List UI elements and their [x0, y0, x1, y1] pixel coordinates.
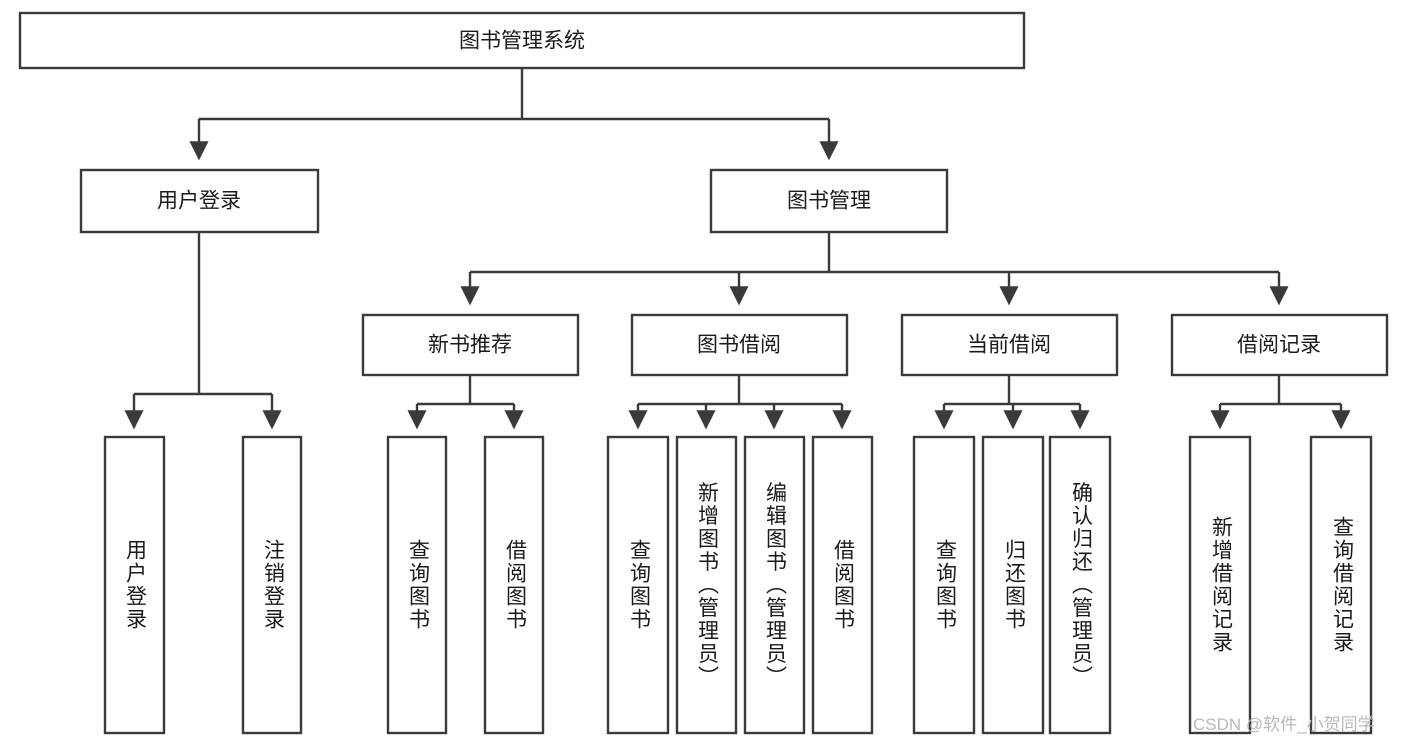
node-root-box[interactable] — [18, 11, 1026, 70]
node-user-login[interactable]: 用户登录 — [79, 168, 320, 234]
node-new-book-rec[interactable]: 新书推荐 — [361, 313, 580, 377]
node-new-book-rec-label: 新书推荐 — [428, 334, 512, 357]
node-current-borrow[interactable]: 当前借阅 — [900, 313, 1119, 377]
node-leaf-confirm-return[interactable]: 确认归还（管理员） — [1048, 435, 1112, 735]
node-book-borrow-label: 图书借阅 — [697, 334, 781, 357]
node-leaf-borrow-book-2[interactable]: 借阅图书 — [811, 435, 874, 735]
node-leaf-edit-book-label: 编辑图书（管理员） — [763, 482, 787, 689]
node-leaf-query-book-1-box[interactable] — [386, 435, 448, 735]
connector-group-book-borrow — [628, 375, 852, 430]
node-leaf-query-book-2-label: 查询图书 — [627, 539, 651, 631]
node-book-borrow-box[interactable] — [630, 313, 849, 377]
node-leaf-add-book-label: 新增图书（管理员） — [695, 482, 719, 689]
node-leaf-user-logout-box[interactable] — [241, 435, 303, 735]
connector-group-borrow-record — [1210, 375, 1351, 430]
connector-group-book-manage — [460, 232, 1289, 306]
node-root-label: 图书管理系统 — [459, 30, 585, 53]
node-borrow-record-label: 借阅记录 — [1237, 334, 1321, 357]
node-leaf-return-book[interactable]: 归还图书 — [981, 435, 1045, 735]
node-book-manage-box[interactable] — [709, 168, 949, 234]
node-leaf-confirm-return-box[interactable] — [1048, 435, 1112, 735]
node-leaf-borrow-book-1-label: 借阅图书 — [503, 539, 527, 631]
node-leaf-return-book-label: 归还图书 — [1002, 539, 1026, 631]
node-book-manage-label: 图书管理 — [787, 190, 871, 213]
node-leaf-query-record-label: 查询借阅记录 — [1330, 516, 1354, 654]
node-current-borrow-box[interactable] — [900, 313, 1119, 377]
node-leaf-edit-book-box[interactable] — [743, 435, 806, 735]
node-leaf-return-book-box[interactable] — [981, 435, 1045, 735]
node-new-book-rec-box[interactable] — [361, 313, 580, 377]
node-book-borrow[interactable]: 图书借阅 — [630, 313, 849, 377]
node-leaf-query-book-3-box[interactable] — [912, 435, 976, 735]
node-borrow-record[interactable]: 借阅记录 — [1170, 313, 1389, 377]
connector-group-root — [189, 68, 839, 161]
node-leaf-query-book-2[interactable]: 查询图书 — [606, 435, 670, 735]
node-leaf-query-book-1-label: 查询图书 — [406, 539, 430, 631]
node-leaf-borrow-book-1-box[interactable] — [483, 435, 545, 735]
node-leaf-borrow-book-2-label: 借阅图书 — [831, 539, 855, 631]
node-leaf-user-logout-label: 注销登录 — [261, 539, 285, 631]
node-leaf-user-login-box[interactable] — [103, 435, 166, 735]
node-root[interactable]: 图书管理系统 — [18, 11, 1026, 70]
connector-group-user-login — [124, 232, 282, 430]
node-leaf-add-record-box[interactable] — [1188, 435, 1252, 735]
node-leaf-add-book-box[interactable] — [675, 435, 738, 735]
node-leaf-query-book-2-box[interactable] — [606, 435, 670, 735]
node-current-borrow-label: 当前借阅 — [967, 334, 1051, 357]
node-leaf-add-record[interactable]: 新增借阅记录 — [1188, 435, 1252, 735]
node-book-manage[interactable]: 图书管理 — [709, 168, 949, 234]
node-user-login-label: 用户登录 — [157, 190, 241, 213]
node-leaf-add-record-label: 新增借阅记录 — [1209, 516, 1233, 654]
node-leaf-query-record[interactable]: 查询借阅记录 — [1309, 435, 1373, 735]
node-leaf-user-login[interactable]: 用户登录 — [103, 435, 166, 735]
node-user-login-box[interactable] — [79, 168, 320, 234]
node-leaf-user-logout[interactable]: 注销登录 — [241, 435, 303, 735]
node-leaf-edit-book[interactable]: 编辑图书（管理员） — [743, 435, 806, 735]
node-leaf-user-login-label: 用户登录 — [123, 539, 147, 631]
node-leaf-add-book[interactable]: 新增图书（管理员） — [675, 435, 738, 735]
node-leaf-query-book-3-label: 查询图书 — [933, 539, 957, 631]
connector-group-current-borrow — [934, 375, 1090, 430]
node-leaf-borrow-book-1[interactable]: 借阅图书 — [483, 435, 545, 735]
node-leaf-query-book-1[interactable]: 查询图书 — [386, 435, 448, 735]
node-leaf-query-record-box[interactable] — [1309, 435, 1373, 735]
node-leaf-query-book-3[interactable]: 查询图书 — [912, 435, 976, 735]
node-leaf-borrow-book-2-box[interactable] — [811, 435, 874, 735]
connector-group-new-book-rec — [407, 375, 524, 430]
node-borrow-record-box[interactable] — [1170, 313, 1389, 377]
node-leaf-confirm-return-label: 确认归还（管理员） — [1069, 482, 1093, 689]
